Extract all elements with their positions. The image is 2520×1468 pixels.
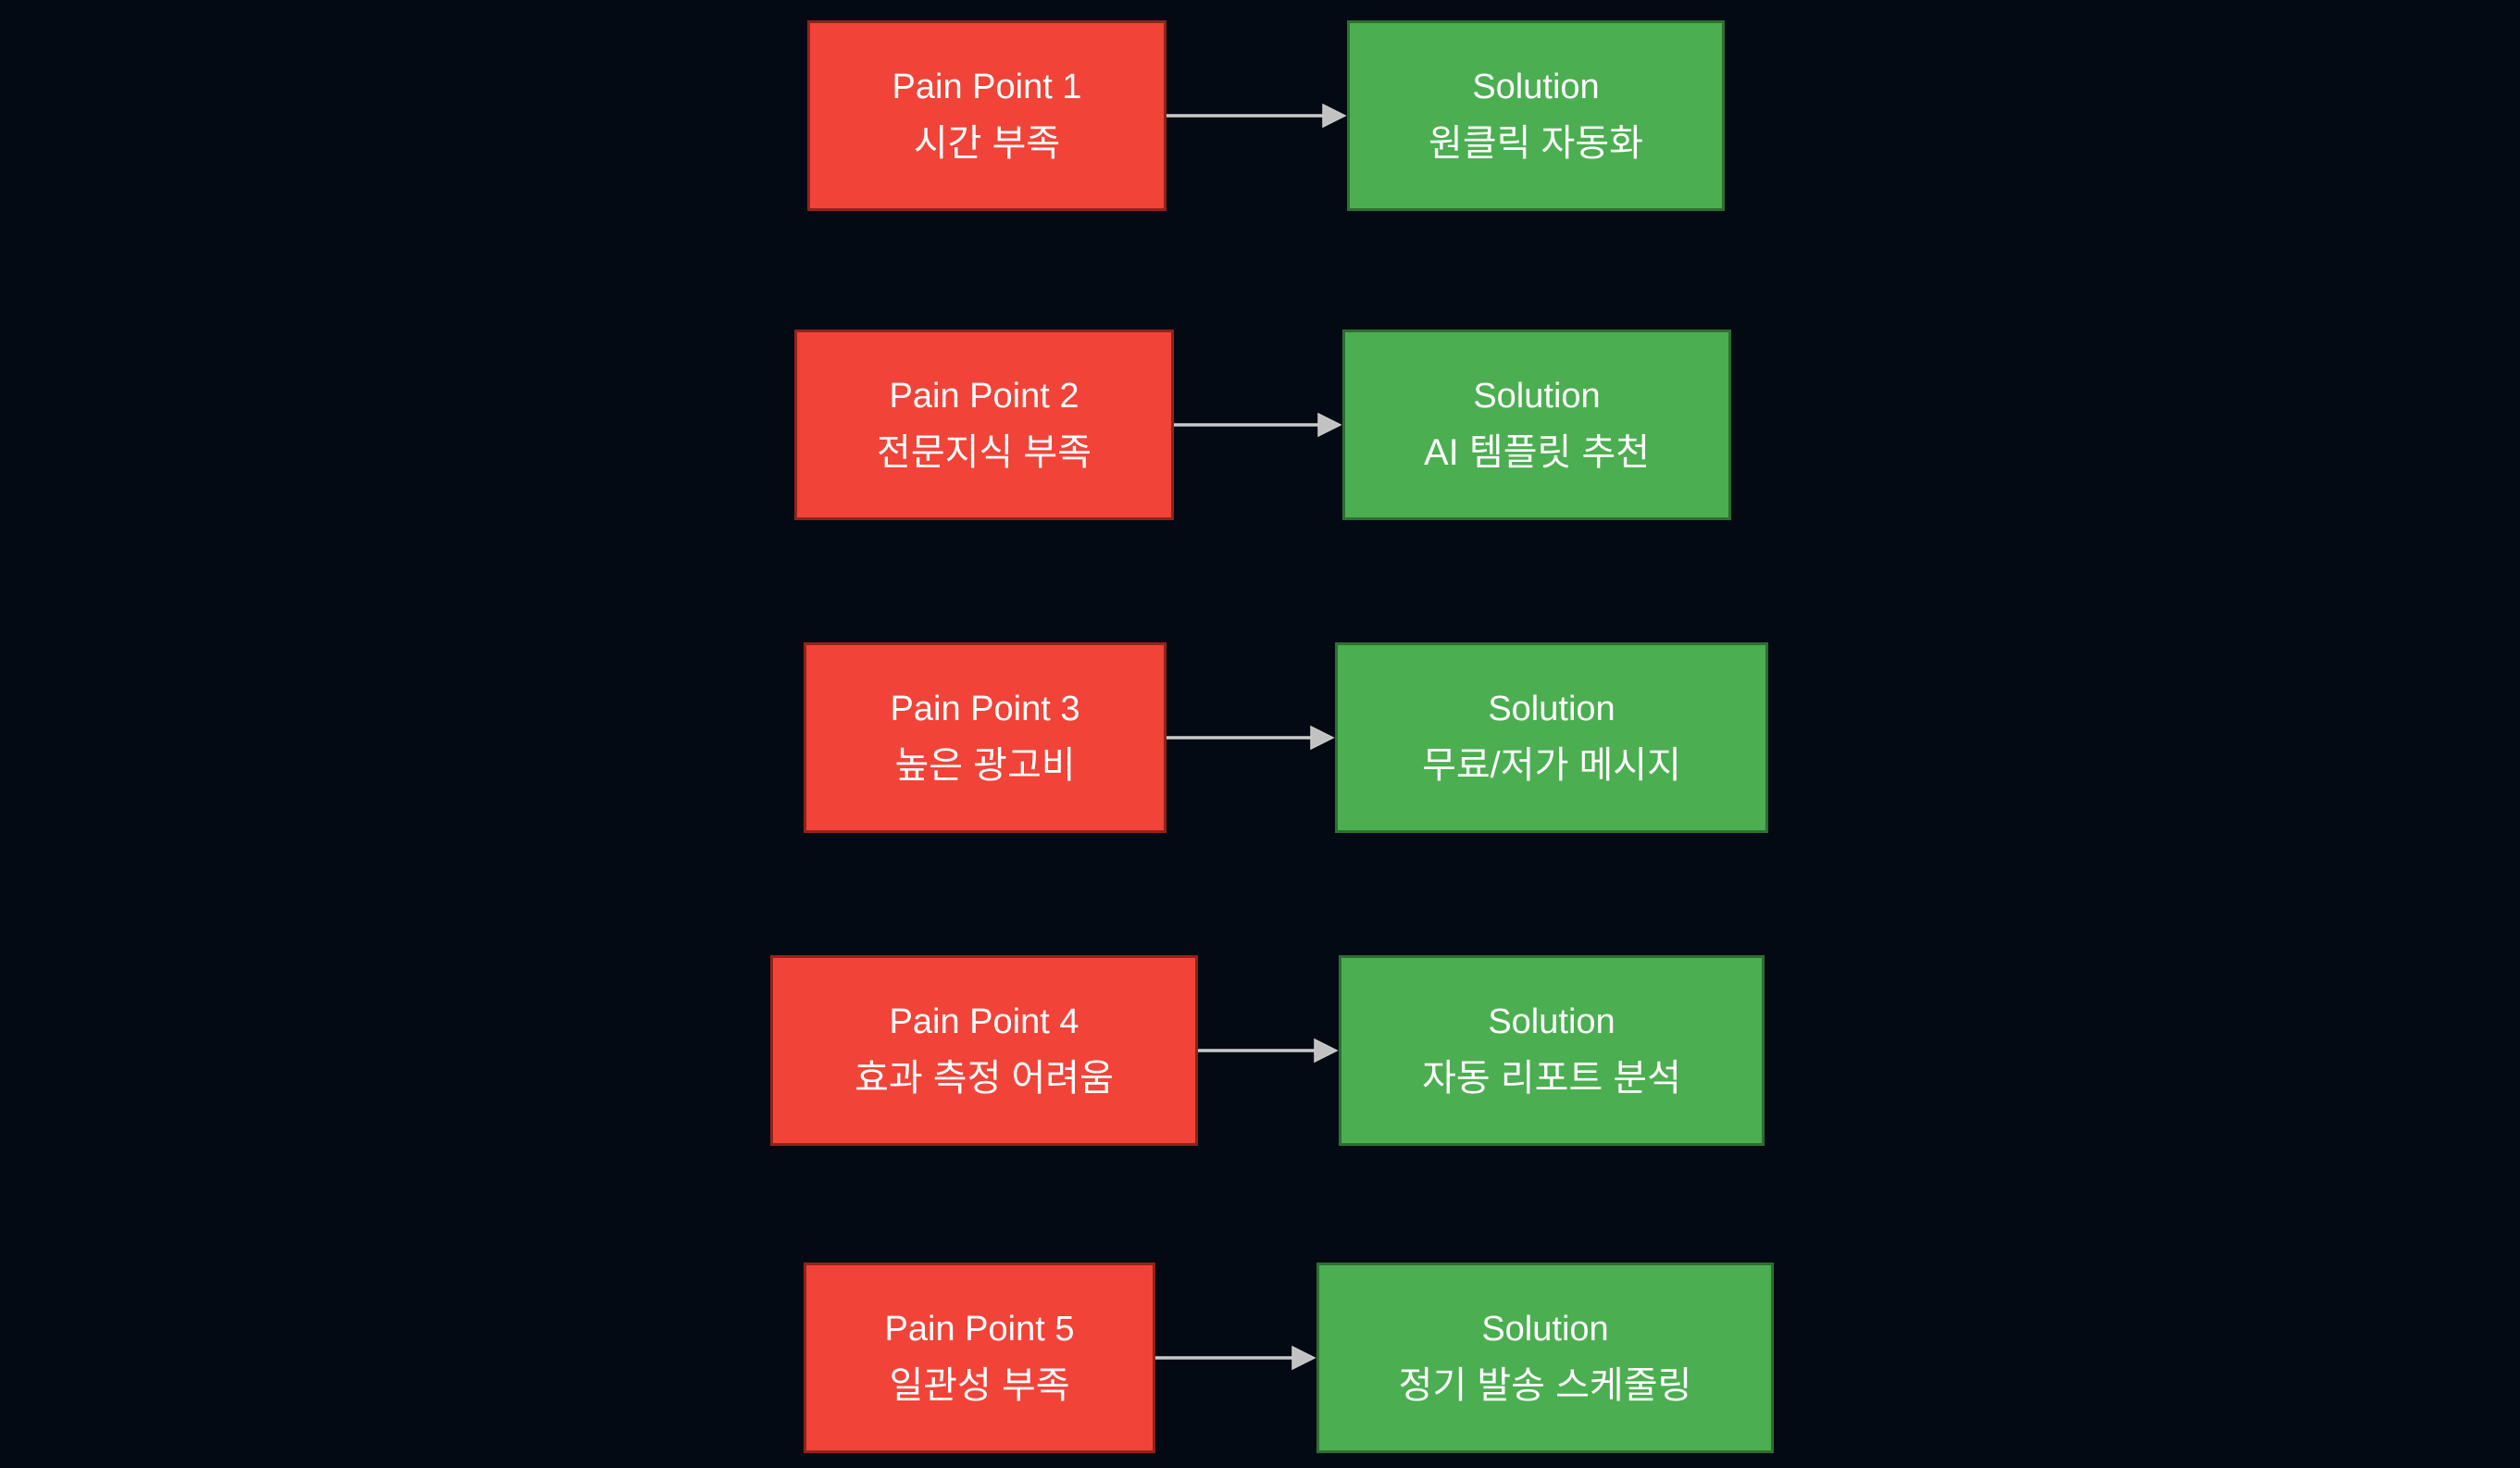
solution-title: Solution xyxy=(1473,377,1601,416)
solution-title: Solution xyxy=(1481,1310,1609,1349)
pain-text: 시간 부족 xyxy=(913,123,1061,164)
pain-title: Pain Point 3 xyxy=(890,690,1080,728)
arrow-icon-2 xyxy=(1174,412,1342,438)
pain-title: Pain Point 1 xyxy=(892,68,1082,106)
solution-text: 자동 리포트 분석 xyxy=(1422,1058,1681,1099)
pain-box-5: Pain Point 5 일관성 부족 xyxy=(804,1263,1155,1453)
arrow-icon-1 xyxy=(1166,103,1347,129)
solution-text: AI 템플릿 추천 xyxy=(1423,432,1651,473)
arrow-icon-5 xyxy=(1155,1345,1316,1371)
pain-text: 효과 측정 어려움 xyxy=(855,1058,1114,1099)
pain-box-1: Pain Point 1 시간 부족 xyxy=(807,20,1166,211)
solution-text: 무료/저가 메시지 xyxy=(1422,745,1681,786)
solution-title: Solution xyxy=(1472,68,1600,106)
solution-title: Solution xyxy=(1488,690,1616,728)
arrow-icon-3 xyxy=(1166,725,1335,751)
arrow-icon-4 xyxy=(1198,1038,1339,1064)
solution-box-3: Solution 무료/저가 메시지 xyxy=(1335,642,1768,833)
solution-box-2: Solution AI 템플릿 추천 xyxy=(1342,330,1731,520)
solution-box-4: Solution 자동 리포트 분석 xyxy=(1339,955,1765,1146)
pain-title: Pain Point 2 xyxy=(889,377,1079,416)
solution-text: 원클릭 자동화 xyxy=(1428,123,1643,164)
pain-text: 전문지식 부족 xyxy=(877,432,1092,473)
pain-title: Pain Point 4 xyxy=(889,1002,1079,1041)
pain-box-3: Pain Point 3 높은 광고비 xyxy=(804,642,1166,833)
solution-title: Solution xyxy=(1488,1002,1616,1041)
pain-text: 일관성 부족 xyxy=(889,1365,1070,1406)
solution-text: 정기 발송 스케줄링 xyxy=(1398,1365,1692,1406)
pain-title: Pain Point 5 xyxy=(884,1310,1075,1349)
pain-box-4: Pain Point 4 효과 측정 어려움 xyxy=(770,955,1198,1146)
solution-box-1: Solution 원클릭 자동화 xyxy=(1347,20,1725,211)
solution-box-5: Solution 정기 발송 스케줄링 xyxy=(1316,1263,1774,1453)
pain-text: 높은 광고비 xyxy=(894,745,1076,786)
pain-box-2: Pain Point 2 전문지식 부족 xyxy=(794,330,1174,520)
